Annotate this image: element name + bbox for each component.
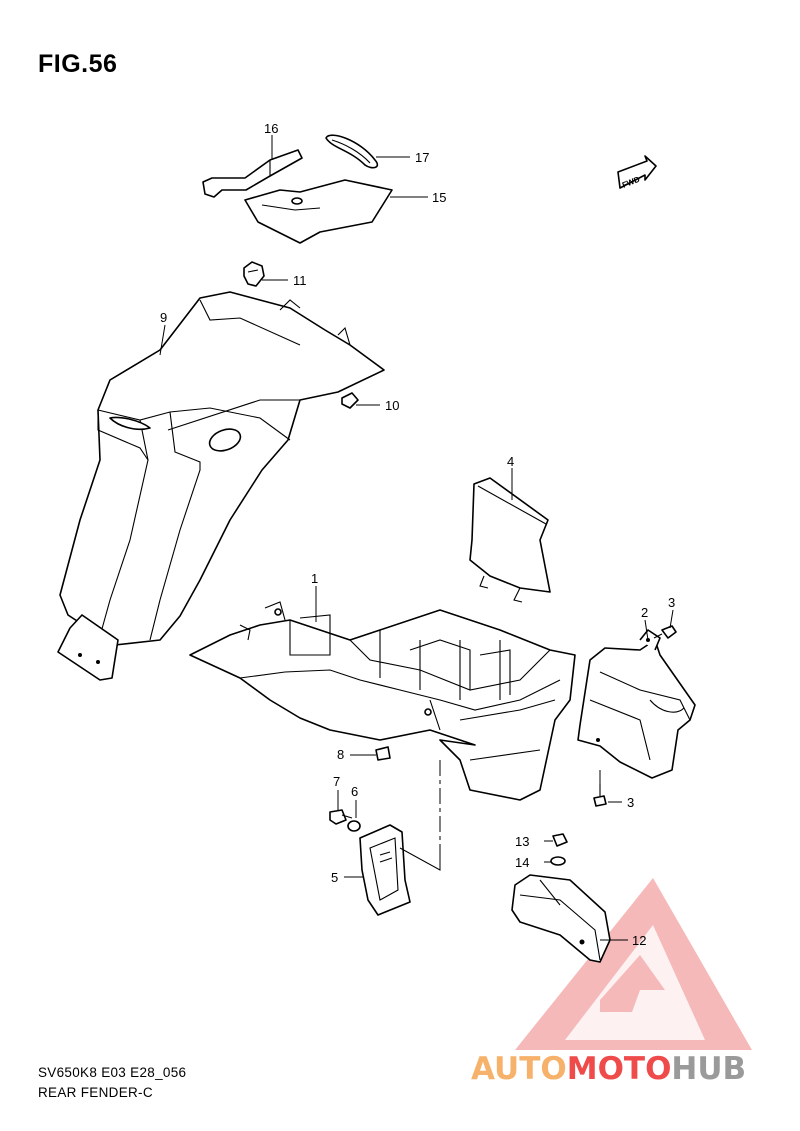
- part-8-screw: [375, 746, 391, 761]
- callout-3-upper: 3: [668, 595, 675, 610]
- callout-5: 5: [331, 870, 338, 885]
- brand-hub: HUB: [671, 1051, 746, 1087]
- callout-13: 13: [515, 834, 529, 849]
- part-1-under-tray: [189, 601, 576, 801]
- part-13-bolt: [552, 833, 568, 847]
- callout-10: 10: [385, 398, 399, 413]
- callout-7: 7: [333, 774, 340, 789]
- part-12-cover: [511, 874, 611, 963]
- part-7-bolt: [329, 809, 353, 825]
- part-17-band: [325, 134, 379, 169]
- callout-3-lower: 3: [627, 795, 634, 810]
- part-3-screw-upper: [653, 625, 677, 639]
- part-2-bracket: [577, 629, 696, 779]
- callout-numbers: 1 2 3 3 4 5 6 7 8 9 10 11 12 13 14 15 16…: [160, 121, 675, 948]
- callout-2: 2: [641, 605, 648, 620]
- figure-code: SV650K8 E03 E28_056: [38, 1065, 187, 1080]
- leader-lines: [159, 135, 674, 941]
- watermark-brand-text: AUTOMOTOHUB: [471, 1051, 746, 1087]
- callout-8: 8: [337, 747, 344, 762]
- callout-17: 17: [415, 150, 429, 165]
- callout-15: 15: [432, 190, 446, 205]
- callout-6: 6: [351, 784, 358, 799]
- fwd-arrow-icon: FWD: [617, 155, 657, 190]
- part-15-cover: [244, 179, 393, 244]
- part-6-nut: [347, 820, 361, 832]
- part-11-clip: [243, 261, 265, 287]
- callout-9: 9: [160, 310, 167, 325]
- part-10-screw: [341, 392, 359, 409]
- brand-auto: AUTO: [471, 1051, 567, 1087]
- figure-title: FIG.56: [38, 50, 118, 78]
- callout-4: 4: [507, 454, 514, 469]
- part-3-screw-lower: [593, 784, 607, 807]
- callout-14: 14: [515, 855, 529, 870]
- brand-moto: MOTO: [567, 1051, 672, 1087]
- callout-1: 1: [311, 571, 318, 586]
- figure-name: REAR FENDER-C: [38, 1085, 153, 1100]
- figure-footer: SV650K8 E03 E28_056 REAR FENDER-C: [38, 1063, 186, 1103]
- part-5-guide: [359, 824, 411, 916]
- part-4-plate: [469, 477, 551, 603]
- part-16-strap: [202, 149, 303, 198]
- callout-16: 16: [264, 121, 278, 136]
- callout-12: 12: [632, 933, 646, 948]
- watermark-logo: [515, 878, 752, 1050]
- part-9-rear-fender: [57, 291, 385, 681]
- callout-11: 11: [293, 273, 307, 288]
- part-14-washer: [550, 856, 566, 866]
